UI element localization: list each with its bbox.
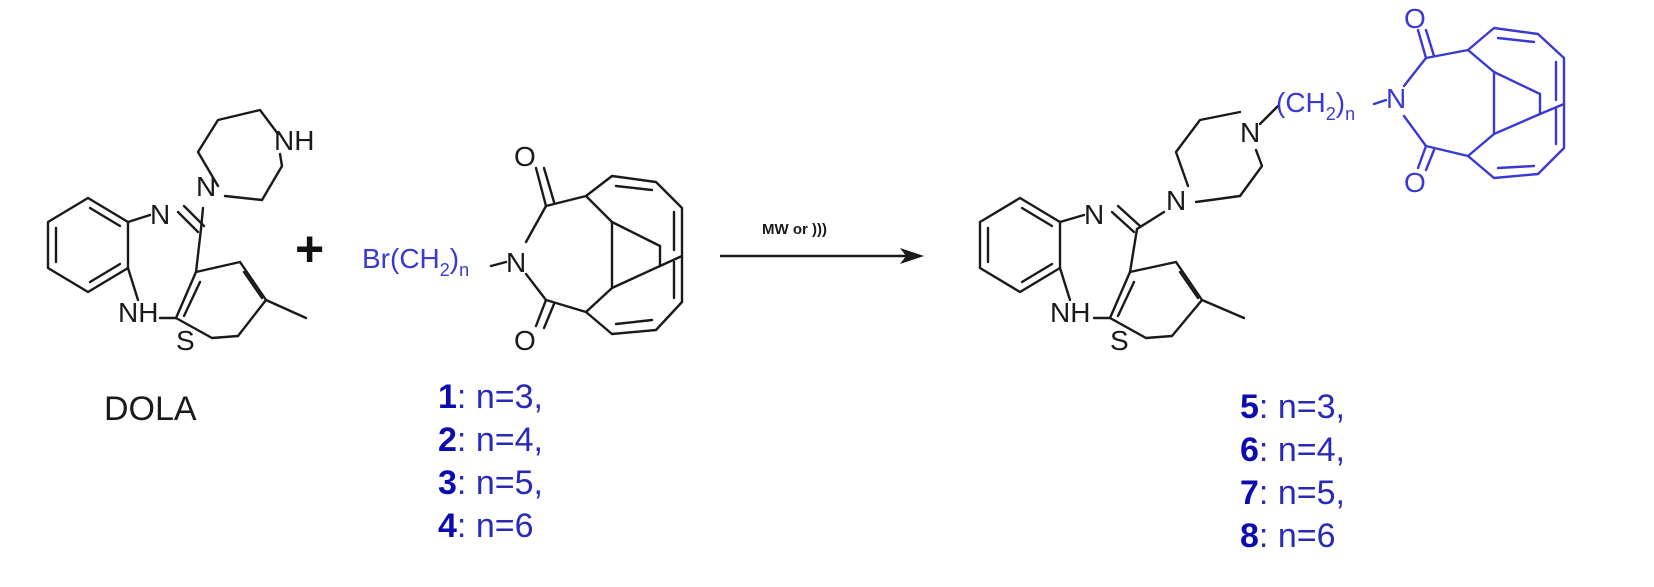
- product-variant-7: 7: n=5,: [1240, 474, 1345, 512]
- reagent-oxygen-top: O: [514, 141, 536, 172]
- product-variant-list: 5: n=3, 6: n=4, 7: n=5, 8: n=6: [1240, 388, 1345, 555]
- product-nh-ring: NH: [1050, 297, 1090, 328]
- dola-nh-piperazine: NH: [274, 125, 314, 156]
- dola-n-piperazine: N: [196, 171, 216, 202]
- reagent-variant-2: 2: n=4,: [438, 421, 543, 459]
- plus-sign: +: [295, 221, 324, 277]
- reaction-conditions: MW or ))): [762, 221, 827, 238]
- product-oxygen-top: O: [1404, 3, 1426, 34]
- reagent-chain: Br(CH2)n: [362, 243, 469, 280]
- product-n-imine: N: [1084, 199, 1104, 230]
- product-variant-8: 8: n=6: [1240, 517, 1336, 555]
- product-n-imide: N: [1386, 83, 1406, 114]
- dola-structure: [46, 108, 308, 340]
- product-naphthalimide: [1402, 26, 1566, 180]
- reagent-n-imide: N: [506, 247, 526, 278]
- product-chain: (CH2)n: [1276, 87, 1355, 124]
- product-variant-5: 5: n=3,: [1240, 388, 1345, 426]
- product-n-piperazine-bottom: N: [1166, 185, 1186, 216]
- dola-n-imine: N: [150, 199, 170, 230]
- product-variant-6: 6: n=4,: [1240, 431, 1345, 469]
- product-sulfur: S: [1110, 325, 1129, 356]
- dola-nh-ring: NH: [118, 297, 158, 328]
- product-n-piperazine-top: N: [1240, 117, 1260, 148]
- dola-label: DOLA: [104, 390, 197, 428]
- reaction-arrow: [720, 248, 924, 264]
- reagent-oxygen-bottom: O: [514, 325, 536, 356]
- reagent-variant-1: 1: n=3,: [438, 378, 543, 416]
- reagent-structure: [489, 166, 684, 336]
- dola-sulfur: S: [176, 325, 195, 356]
- reagent-variant-3: 3: n=5,: [438, 464, 543, 502]
- reagent-variant-4: 4: n=6: [438, 507, 534, 545]
- product-oxygen-bottom: O: [1404, 167, 1426, 198]
- product-core-structure: [978, 110, 1264, 340]
- reagent-variant-list: 1: n=3, 2: n=4, 3: n=5, 4: n=6: [438, 378, 543, 545]
